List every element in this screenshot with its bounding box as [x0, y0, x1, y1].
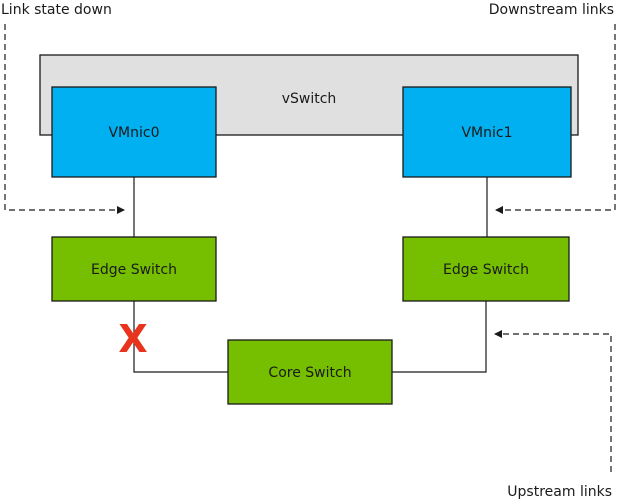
link-state-down-connector — [4, 24, 125, 214]
edge-switch-right-box — [402, 236, 570, 302]
edge-switch-left: Edge Switch — [51, 236, 217, 302]
edge-switch-left-label: Edge Switch — [91, 262, 177, 278]
vswitch-label: vSwitch — [282, 91, 337, 107]
edge-switch-left-box — [51, 236, 217, 302]
vmnic1: VMnic1 — [402, 86, 572, 178]
upstream-links-label: Upstream links — [507, 484, 612, 500]
edge-right-to-core-link — [392, 301, 487, 373]
vmnic0-label: VMnic0 — [108, 125, 159, 141]
edge-switch-right: Edge Switch — [402, 236, 570, 302]
vmnic1-label: VMnic1 — [461, 125, 512, 141]
core-switch-box — [227, 339, 393, 405]
downstream-links-connector — [495, 24, 616, 214]
edge-left-to-core-link — [133, 301, 228, 373]
vmnic0-box — [51, 86, 217, 178]
core-switch-label: Core Switch — [268, 365, 351, 381]
vmnic0: VMnic0 — [51, 86, 217, 178]
link-state-down-label: Link state down — [1, 2, 112, 18]
upstream-links-connector — [494, 330, 612, 472]
vmnic1-box — [402, 86, 572, 178]
core-switch: Core Switch — [227, 339, 393, 405]
downstream-links-label: Downstream links — [489, 2, 614, 18]
edge-switch-right-label: Edge Switch — [443, 262, 529, 278]
link-failure-marker: X — [118, 317, 147, 361]
